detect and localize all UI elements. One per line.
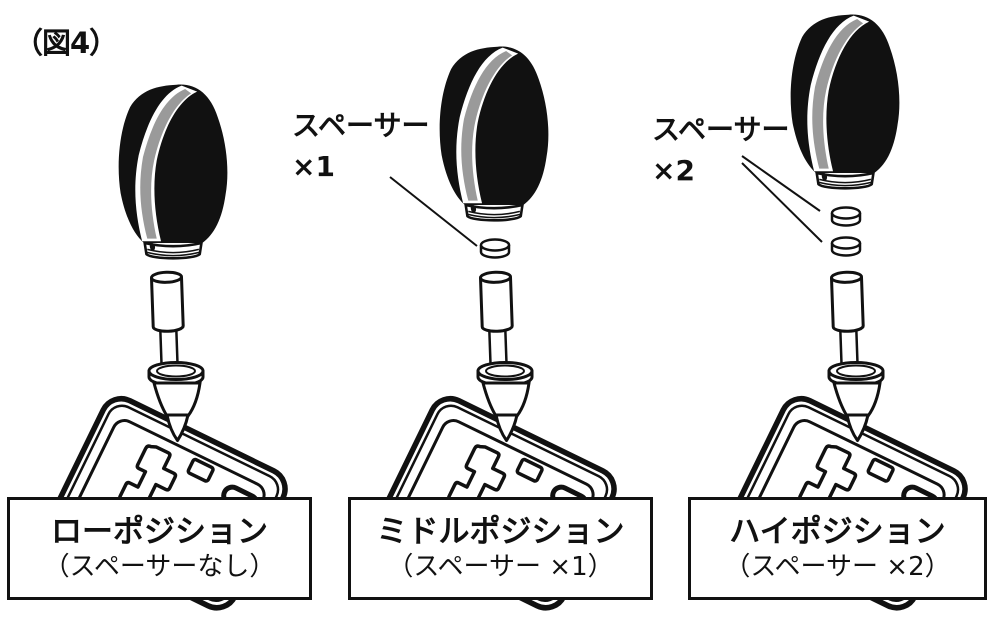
spacer-disc	[479, 238, 511, 259]
position-subtitle: （スペーサー ×2）	[724, 552, 951, 583]
shift-knob	[789, 13, 901, 190]
position-box-high: ハイポジション （スペーサー ×2）	[688, 497, 987, 600]
callout-line-x2-lower	[741, 162, 823, 243]
position-subtitle: （スペーサー ×1）	[387, 552, 614, 583]
spacer-disc	[830, 236, 862, 257]
shift-knob	[438, 45, 550, 222]
spacer-callout-x1-count: ×1	[292, 150, 335, 183]
shift-knob	[117, 83, 229, 260]
position-box-middle: ミドルポジション （スペーサー ×1）	[348, 497, 653, 600]
position-title: ローポジション	[51, 513, 268, 550]
spacer-callout-x1: スペーサー ×1	[292, 105, 429, 187]
spacer-callout-x2: スペーサー ×2	[652, 109, 789, 191]
figure-label: （図4）	[14, 26, 118, 60]
position-title: ミドルポジション	[376, 513, 625, 550]
callout-line-x1	[389, 176, 478, 247]
position-subtitle: （スペーサーなし）	[43, 552, 276, 583]
position-title: ハイポジション	[729, 513, 946, 550]
spacer-disc	[830, 206, 862, 227]
callout-line-x2-upper	[741, 155, 821, 212]
position-box-low: ローポジション （スペーサーなし）	[7, 497, 312, 600]
spacer-callout-x2-label: スペーサー	[652, 113, 790, 146]
spacer-callout-x2-count: ×2	[652, 154, 695, 187]
spacer-callout-x1-label: スペーサー	[292, 109, 430, 142]
